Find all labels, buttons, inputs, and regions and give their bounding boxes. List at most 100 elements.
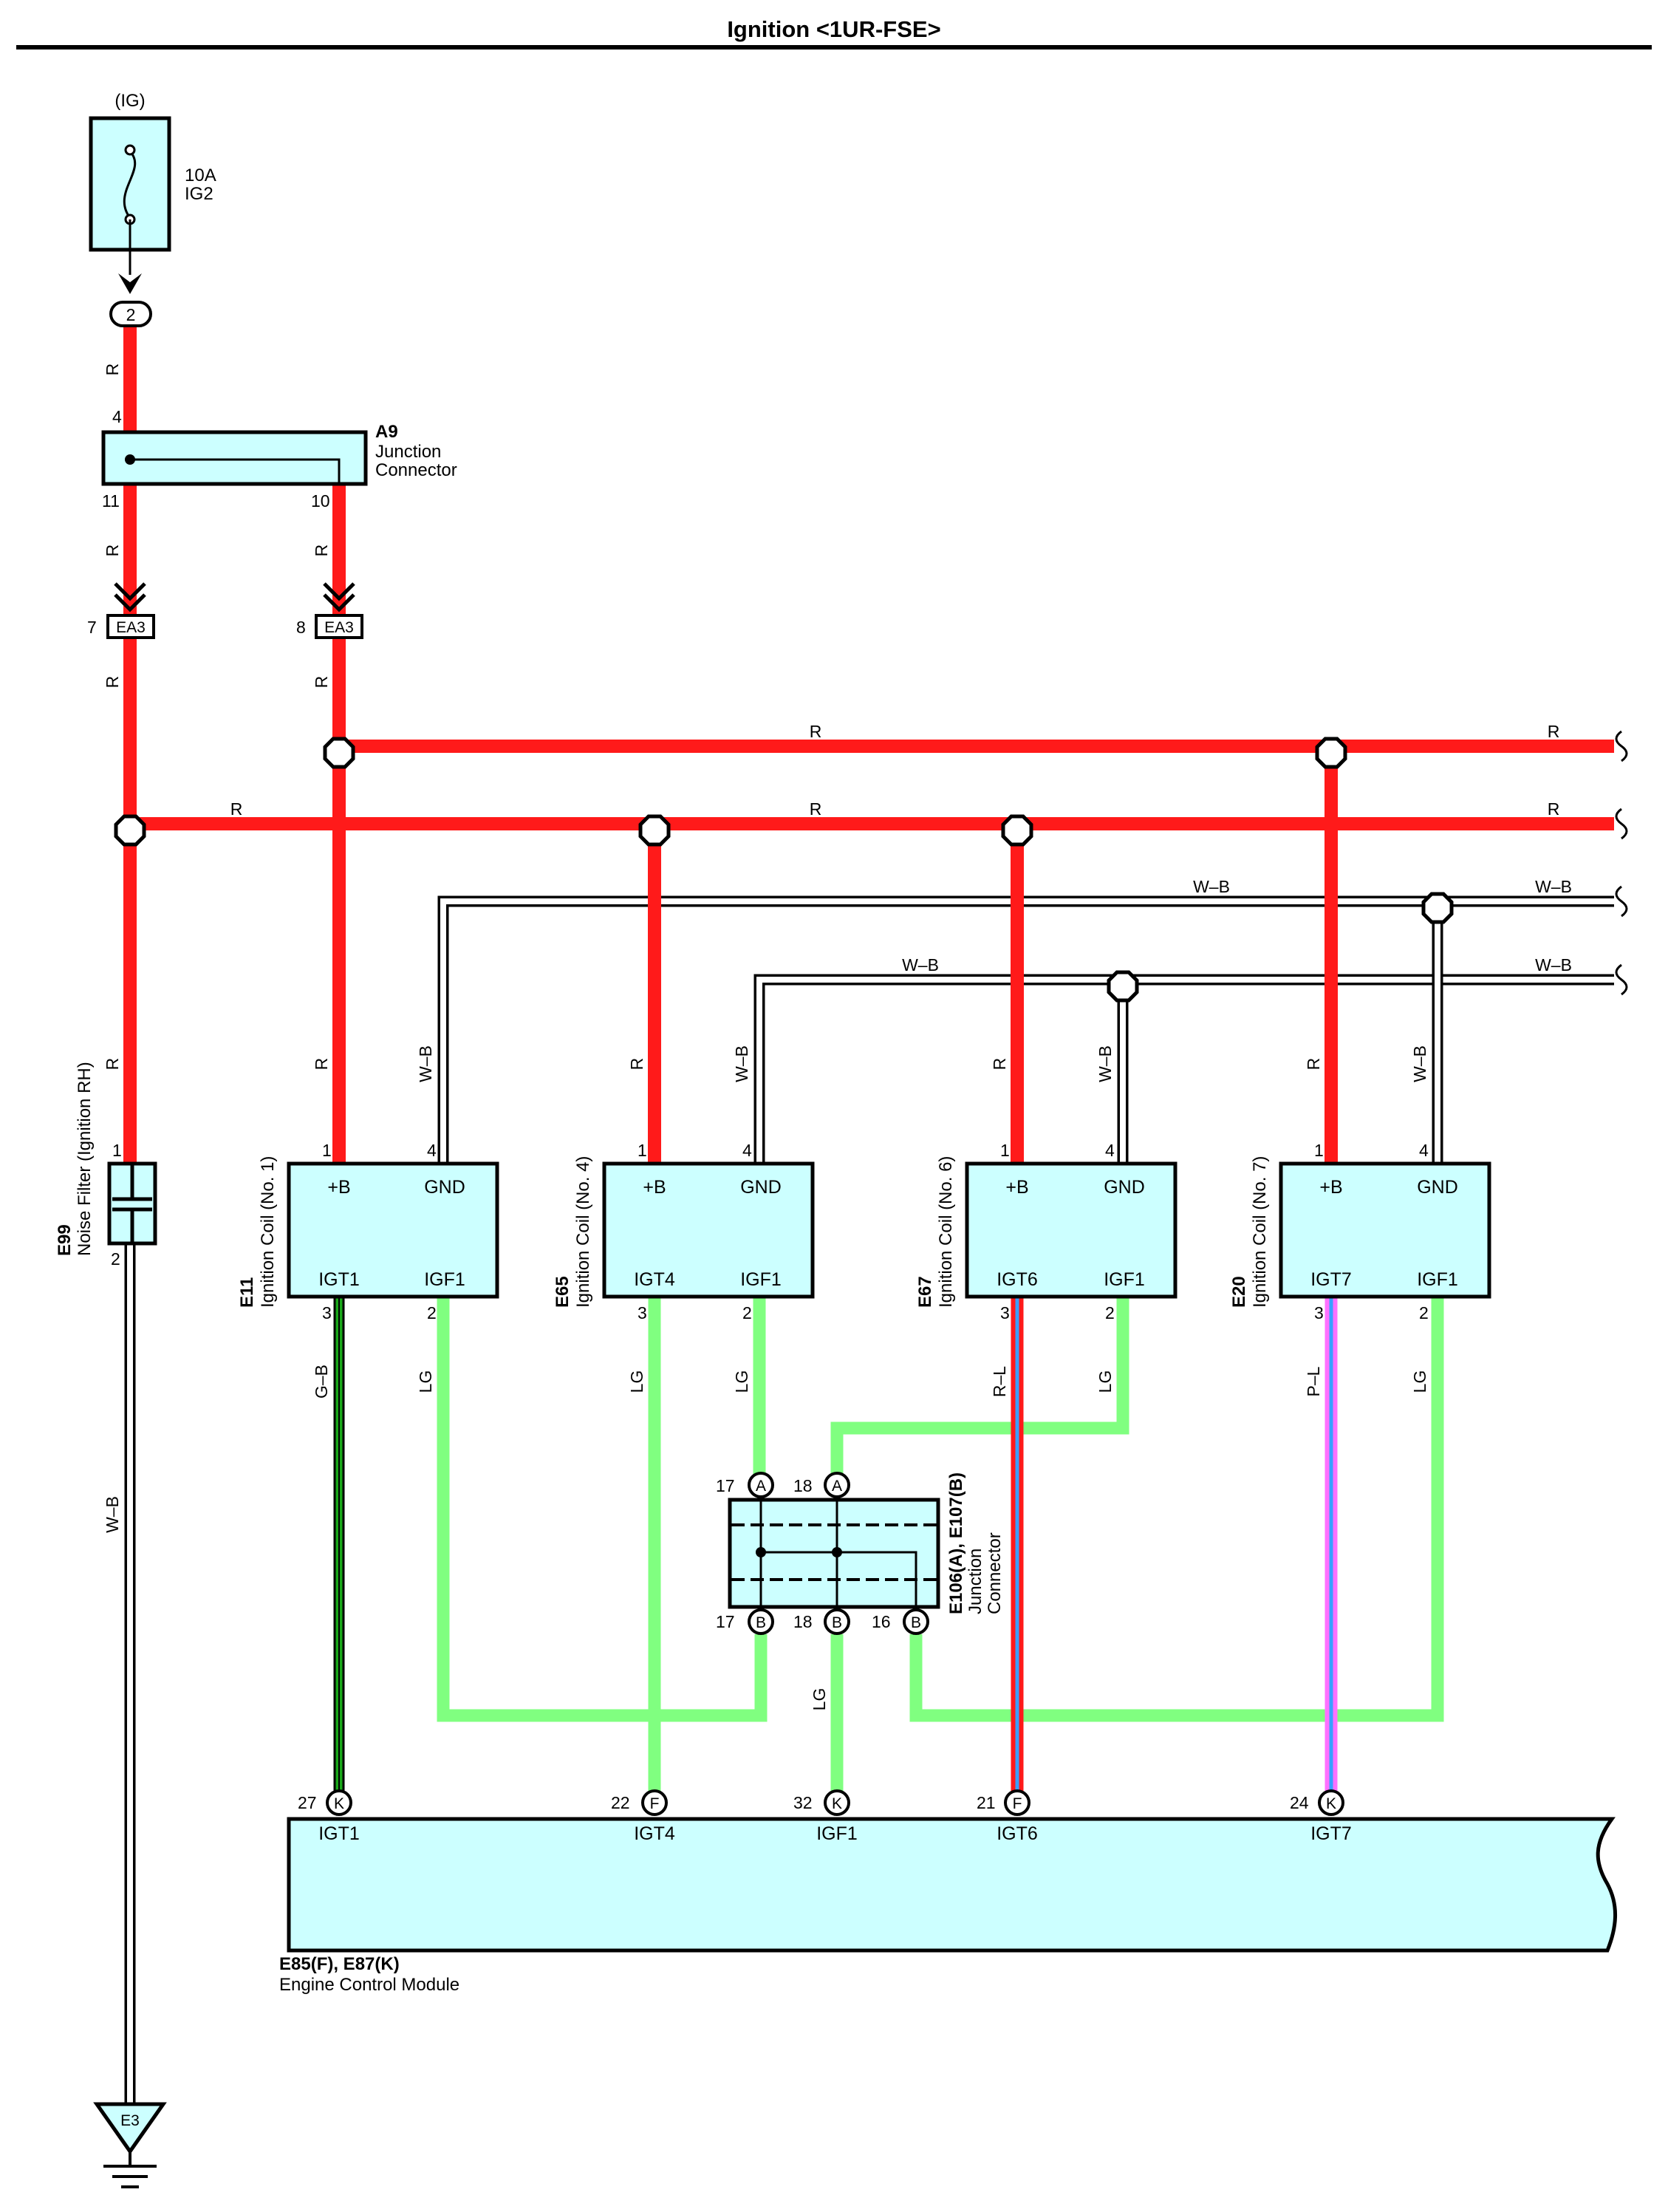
wire-label-r: R [312,1058,331,1071]
coil-name: Ignition Coil (No. 7) [1250,1156,1270,1308]
coil-id: E20 [1229,1276,1249,1308]
pin-number: 24 [1290,1793,1309,1812]
ignition-coil-e65: +B GND IGT4 IGF1 1 4 3 2 E65 Ignition Co… [553,1141,815,1322]
wire-continuation-marks [1615,730,1628,996]
splice-point [114,814,146,847]
coil-igf: IGF1 [1104,1269,1145,1290]
ecm-id: E85(F), E87(K) [279,1954,400,1974]
coil-id: E67 [915,1276,935,1308]
coil-gnd: GND [740,1177,782,1198]
coil-igf: IGF1 [424,1269,465,1290]
wire-label-lg: LG [1410,1370,1429,1393]
ground-e3: E3 [93,2102,167,2188]
coil-igf: IGF1 [1417,1269,1458,1290]
coil-pin-2: 2 [427,1303,437,1322]
coil-name: Ignition Coil (No. 1) [258,1156,278,1308]
pin-letter: F [1013,1795,1022,1812]
coil-pin-2: 2 [1419,1303,1429,1322]
connector-pin-b17 [748,1608,774,1635]
wire-label-wb: W–B [902,955,939,974]
coil-igf: IGF1 [740,1269,782,1290]
splice-point [1001,814,1033,847]
wire-label-wb: W–B [1096,1045,1115,1082]
coil-igt: IGT7 [1310,1269,1352,1290]
connector-pin-a17 [748,1472,774,1498]
coil-pin-3: 3 [322,1303,332,1322]
coil-pin-4: 4 [742,1141,752,1160]
ground-icon [93,2102,167,2155]
coil-pin-1: 1 [638,1141,647,1160]
wire-label-r: R [312,545,331,557]
coil-plus-b: +B [643,1177,666,1198]
fuse-source-label: (IG) [114,91,145,111]
wire-label-r: R [103,363,122,376]
a9-pin-in: 4 [112,407,122,426]
wire-label-r: R [230,799,243,819]
engine-control-module: K 27 IGT1 F 22 IGT4 K 32 IGF1 F 21 IGT6 … [279,1789,1617,1995]
wire-label-r: R [103,1058,122,1071]
coil-name: Ignition Coil (No. 6) [936,1156,956,1308]
coil-plus-b: +B [327,1177,350,1198]
coil-pin-3: 3 [1000,1303,1010,1322]
connector-pin-b16 [903,1608,929,1635]
splice-point [323,737,355,769]
a9-id: A9 [375,422,398,442]
coil-gnd: GND [1417,1177,1458,1198]
ecm-pin-24 [1318,1789,1344,1816]
wire-label-r: R [312,676,331,689]
wire-label-wb: W–B [416,1045,435,1082]
pin-letter: K [334,1795,344,1812]
chevron-down-icon [323,582,355,601]
wire-label-lg: LG [416,1370,435,1393]
e99-pin1: 1 [112,1141,122,1160]
wire-label-r: R [990,1058,1009,1071]
ecm-pin-label: IGT7 [1310,1823,1352,1844]
wire-label-r: R [103,545,122,557]
pin-number: 18 [793,1612,813,1631]
ecm-pin-label: IGT4 [634,1823,675,1844]
splice-point [638,814,671,847]
connector-ea3-left: EA3 7 [87,582,155,639]
splice-point [1421,892,1454,924]
e106-id: E106(A), E107(B) [946,1472,966,1614]
chevron-down-icon [114,582,146,601]
ecm-pin-27 [326,1789,352,1816]
coil-gnd: GND [424,1177,465,1198]
ignition-coil-e11: +B GND IGT1 IGF1 1 4 3 2 E11 Ignition Co… [237,1141,499,1322]
ea3-left-id: EA3 [116,619,146,636]
a9-line2: Connector [375,460,457,480]
splice-point [1315,737,1347,769]
pin-number: 16 [872,1612,891,1631]
junction-connector-e106-e107: A 17 A 18 B 17 B 18 B 16 E106(A), E107(B… [716,1472,1005,1635]
coil-pin-4: 4 [427,1141,437,1160]
ecm-pin-32 [824,1789,850,1816]
ea3-right-pin: 8 [296,618,306,637]
wire-label-r: R [103,676,122,689]
diagram-title: Ignition <1UR-FSE> [727,16,940,42]
coil-id: E11 [237,1277,257,1308]
wire-label-wb: W–B [1193,877,1230,896]
wire-label-r: R [810,799,822,819]
wire-label-wb: W–B [1535,955,1572,974]
wire-label-lg: LG [1096,1370,1115,1393]
pin-letter: B [911,1614,921,1631]
connector-pin-b18 [824,1608,850,1635]
e99-name: Noise Filter (Ignition RH) [75,1062,95,1256]
e99-pin2: 2 [111,1249,120,1269]
coil-pin-4: 4 [1105,1141,1115,1160]
ignition-coil-e20: +B GND IGT7 IGF1 1 4 3 2 E20 Ignition Co… [1229,1141,1491,1322]
wire-label-lg: LG [732,1370,751,1393]
wire-label-lg: LG [627,1370,646,1393]
chevron-down-icon [323,593,355,612]
coil-pin-3: 3 [1314,1303,1324,1322]
coil-pin-1: 1 [1000,1141,1010,1160]
pin-letter: K [832,1795,842,1812]
wire-label-wb: W–B [1410,1045,1429,1082]
ea3-right-id: EA3 [324,619,354,636]
wire-label-r: R [627,1058,646,1071]
pin-letter: B [832,1614,842,1631]
splice-point [1107,970,1139,1003]
wire-label-wb: W–B [732,1045,751,1082]
coil-igt: IGT1 [318,1269,360,1290]
wire-label-pl: P–L [1304,1366,1323,1396]
